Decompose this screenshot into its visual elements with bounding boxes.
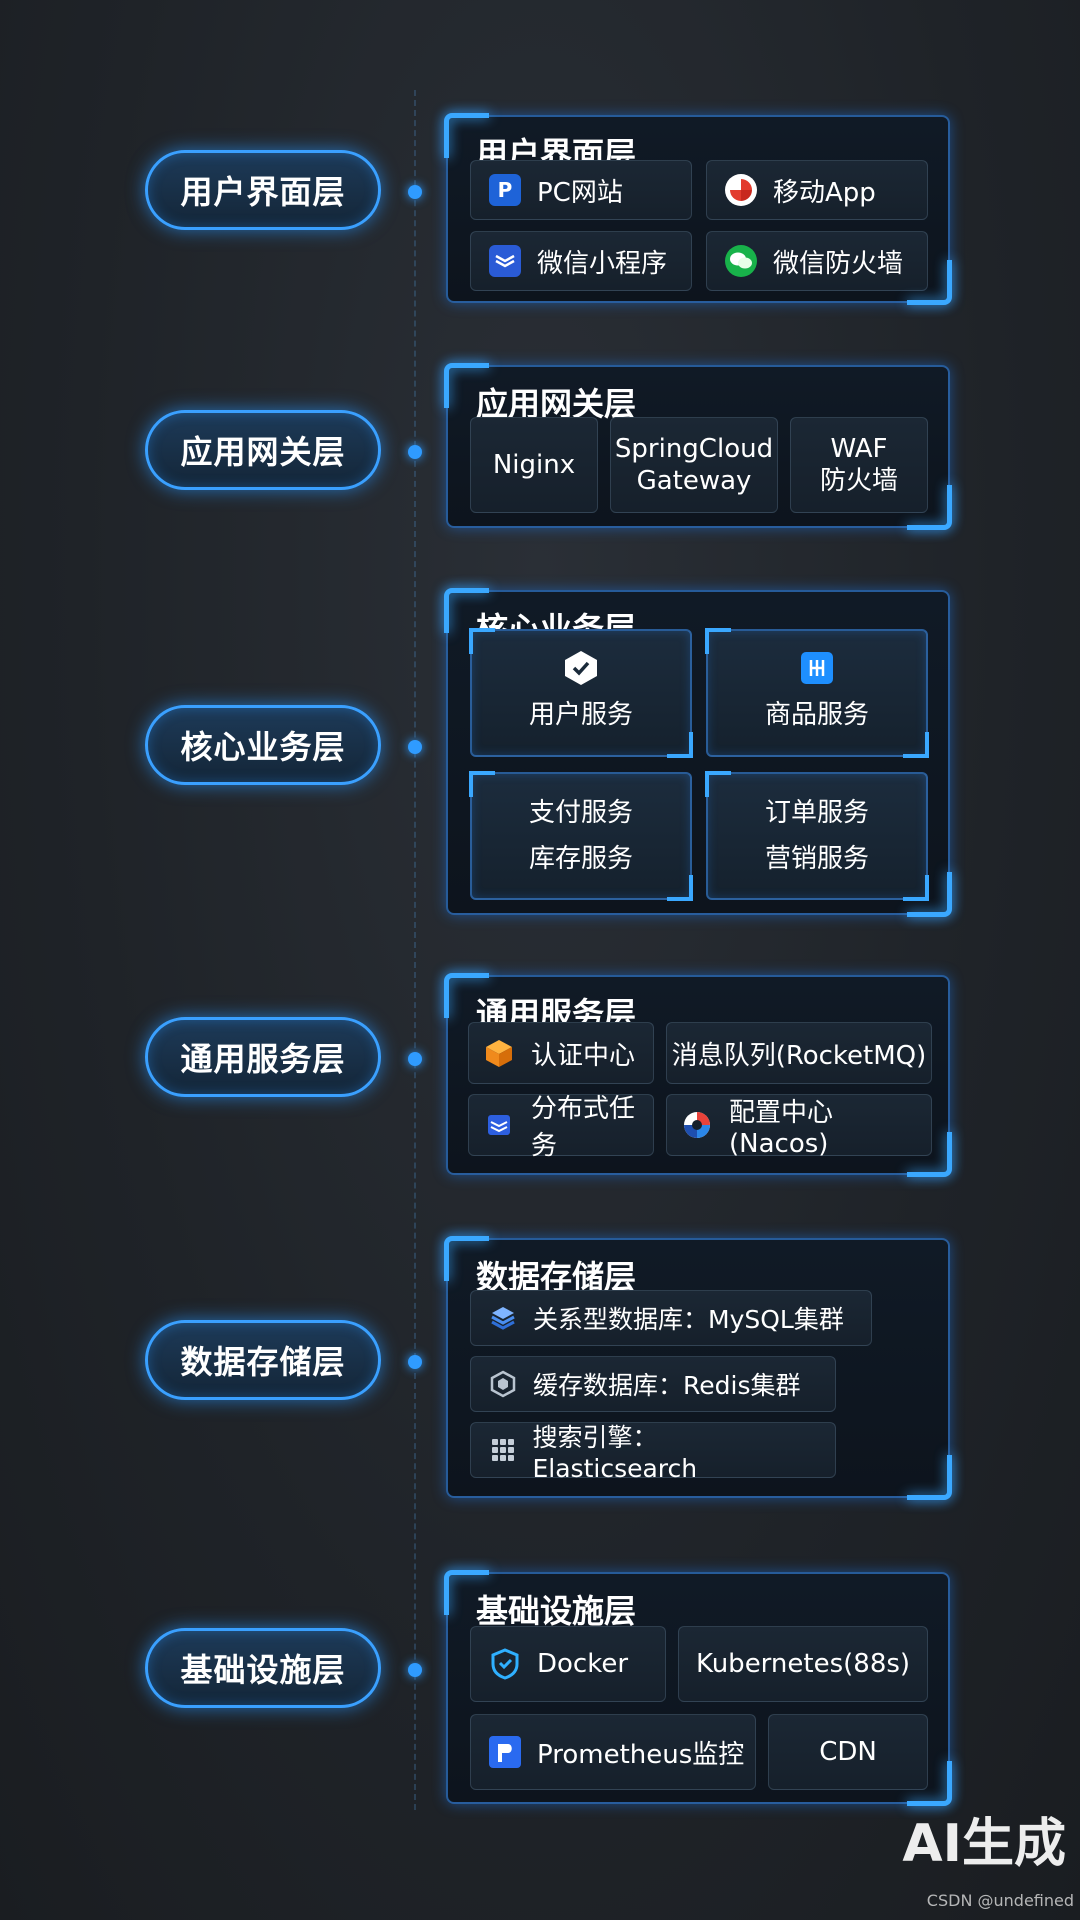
card-order-marketing: 订单服务 营销服务 bbox=[705, 771, 929, 901]
chip-prometheus: Prometheus监控 bbox=[470, 1714, 756, 1790]
chip-nginx: Niginx bbox=[470, 417, 598, 513]
card-label-line1: 支付服务 bbox=[528, 798, 633, 828]
timeline-axis bbox=[414, 90, 416, 1810]
chip-label-line1: WAF bbox=[830, 434, 888, 464]
chip-label: 分布式任务 bbox=[531, 1094, 636, 1161]
panel-title: 基础设施层 bbox=[476, 1592, 637, 1630]
chip-label: Kubernetes(88s) bbox=[695, 1649, 911, 1679]
chip-label: Docker bbox=[537, 1649, 629, 1679]
layer-panel-common: 通用服务层 认证中心 消息队列(RocketMQ) 分布式任务 配置中心(Nac… bbox=[446, 975, 950, 1175]
chip-label-line1: SpringCloud bbox=[614, 434, 774, 464]
chip-label: 消息队列(RocketMQ) bbox=[671, 1040, 927, 1071]
layer-panel-storage: 数据存储层 关系型数据库：MySQL集群 缓存数据库：Redis集群 搜索引擎：… bbox=[446, 1238, 950, 1498]
chip-message-queue: 消息队列(RocketMQ) bbox=[666, 1022, 932, 1084]
cube-icon bbox=[483, 1037, 515, 1069]
chip-label: 认证中心 bbox=[531, 1040, 636, 1071]
card-label: 用户服务 bbox=[528, 700, 633, 730]
card-label-line1: 订单服务 bbox=[764, 798, 869, 828]
chip-springcloud-gateway: SpringCloud Gateway bbox=[610, 417, 778, 513]
chip-kubernetes: Kubernetes(88s) bbox=[678, 1626, 928, 1702]
chip-mini-program: 微信小程序 bbox=[470, 231, 692, 291]
chip-label: 配置中心(Nacos) bbox=[729, 1097, 834, 1159]
layer-panel-infra: 基础设施层 Docker Kubernetes(88s) Prometheus监… bbox=[446, 1572, 950, 1804]
prometheus-icon bbox=[489, 1736, 521, 1768]
mobile-app-icon bbox=[725, 174, 757, 206]
card-payment-inventory: 支付服务 库存服务 bbox=[469, 771, 693, 901]
source-credit: CSDN @undefined bbox=[926, 1891, 1074, 1910]
layer-panel-ui: 用户界面层 P PC网站 移动App 微信小程序 微信防火墙 bbox=[446, 115, 950, 303]
chip-label-line2: 防火墙 bbox=[819, 466, 898, 496]
card-user-service: 用户服务 bbox=[469, 628, 693, 758]
panel-title: 数据存储层 bbox=[476, 1258, 637, 1296]
chip-pc-site: P PC网站 bbox=[470, 160, 692, 220]
layer-panel-gateway: 应用网关层 Niginx SpringCloud Gateway WAF 防火墙 bbox=[446, 365, 950, 528]
card-label: 商品服务 bbox=[764, 700, 869, 730]
timeline-dot bbox=[408, 1355, 422, 1369]
chip-label: Niginx bbox=[492, 450, 576, 480]
chip-wechat-firewall: 微信防火墙 bbox=[706, 231, 928, 291]
chip-redis: 缓存数据库：Redis集群 bbox=[470, 1356, 836, 1412]
product-icon bbox=[797, 648, 837, 688]
chip-label: PC网站 bbox=[537, 177, 623, 208]
chip-label: 微信小程序 bbox=[537, 248, 668, 279]
chip-config-center: 配置中心(Nacos) bbox=[666, 1094, 932, 1159]
wechat-icon bbox=[725, 245, 757, 277]
shield-icon bbox=[489, 1648, 521, 1680]
timeline-dot bbox=[408, 445, 422, 459]
layer-pill-infra: 基础设施层 bbox=[145, 1628, 381, 1708]
chip-cdn: CDN bbox=[768, 1714, 928, 1790]
timeline-dot bbox=[408, 185, 422, 199]
layer-pill-common: 通用服务层 bbox=[145, 1017, 381, 1097]
chip-label: Prometheus监控 bbox=[537, 1739, 745, 1770]
chip-label-line2: Gateway bbox=[636, 466, 752, 496]
card-product-service: 商品服务 bbox=[705, 628, 929, 758]
chip-docker: Docker bbox=[470, 1626, 666, 1702]
chip-mobile-app: 移动App bbox=[706, 160, 928, 220]
card-label-line2: 库存服务 bbox=[528, 844, 633, 874]
layer-pill-gateway: 应用网关层 bbox=[145, 410, 381, 490]
database-icon bbox=[489, 1304, 517, 1332]
chip-distributed-task: 分布式任务 bbox=[468, 1094, 654, 1161]
timeline-dot bbox=[408, 1052, 422, 1066]
chip-auth-center: 认证中心 bbox=[468, 1022, 654, 1084]
mini-program-icon bbox=[489, 245, 521, 277]
layer-pill-storage: 数据存储层 bbox=[145, 1320, 381, 1400]
chip-mysql: 关系型数据库：MySQL集群 bbox=[470, 1290, 872, 1346]
layer-pill-core: 核心业务层 bbox=[145, 705, 381, 785]
shield-check-icon bbox=[561, 648, 601, 688]
chip-label: 微信防火墙 bbox=[773, 248, 904, 279]
chip-label: 搜索引擎：Elasticsearch bbox=[532, 1422, 698, 1483]
layer-panel-core: 核心业务层 用户服务 商品服务 支付服务 库存服务 订单服务 营销服务 bbox=[446, 590, 950, 915]
timeline-dot bbox=[408, 740, 422, 754]
hexagon-icon bbox=[489, 1370, 517, 1398]
layers-icon bbox=[483, 1109, 515, 1141]
chip-label: 移动App bbox=[773, 177, 876, 208]
chip-label: 缓存数据库：Redis集群 bbox=[533, 1371, 801, 1400]
chip-waf: WAF 防火墙 bbox=[790, 417, 928, 513]
chip-label: CDN bbox=[819, 1737, 877, 1767]
timeline-dot bbox=[408, 1663, 422, 1677]
layer-pill-ui: 用户界面层 bbox=[145, 150, 381, 230]
nacos-icon bbox=[681, 1109, 713, 1141]
chip-label: 关系型数据库：MySQL集群 bbox=[533, 1305, 844, 1334]
chip-elasticsearch: 搜索引擎：Elasticsearch bbox=[470, 1422, 836, 1483]
ai-generated-watermark: AI生成 bbox=[902, 1814, 1066, 1874]
panel-title: 应用网关层 bbox=[476, 385, 637, 423]
p-icon: P bbox=[489, 174, 521, 206]
grid-icon bbox=[489, 1436, 517, 1464]
card-label-line2: 营销服务 bbox=[764, 844, 869, 874]
